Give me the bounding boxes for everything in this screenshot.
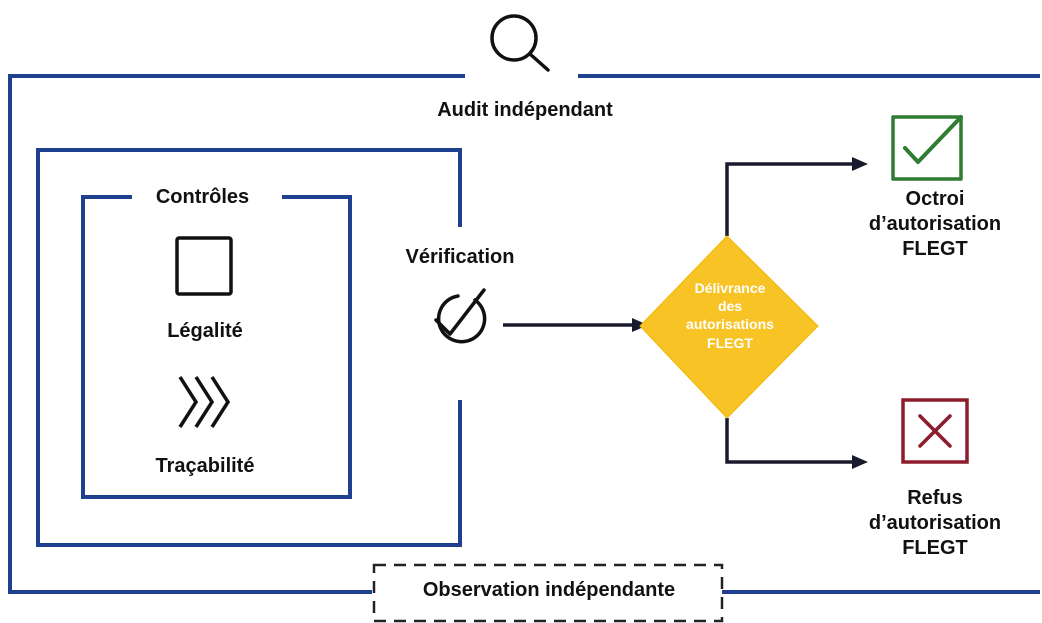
checkbox-cross-icon [901, 398, 969, 464]
audit-label: Audit indépendant [437, 99, 613, 121]
check-circle-icon [434, 288, 487, 344]
checkbox-checked-icon [891, 115, 963, 181]
decision-label: Délivrance des autorisations FLEGT [686, 280, 774, 351]
arrow-to-refus [725, 418, 868, 469]
observation-box [372, 563, 724, 623]
observation-label: Observation indépendante [422, 579, 676, 601]
controles-frame [81, 195, 352, 499]
decision-diamond [639, 235, 819, 419]
audit-frame [8, 74, 1040, 594]
legalite-label: Légalité [167, 320, 243, 342]
magnifier-icon [490, 14, 550, 72]
verification-label: Vérification [405, 246, 515, 268]
octroi-label: Octroi d’autorisation FLEGT [868, 188, 1002, 260]
chevrons-right-icon [178, 376, 231, 428]
square-icon [175, 236, 233, 296]
arrow-to-octroi [725, 157, 868, 236]
controles-label: Contrôles [135, 185, 270, 210]
verification-frame [36, 148, 462, 547]
refus-label: Refus d’autorisation FLEGT [868, 487, 1002, 559]
arrow-to-decision [503, 318, 648, 332]
tracabilite-label: Traçabilité [155, 455, 255, 477]
